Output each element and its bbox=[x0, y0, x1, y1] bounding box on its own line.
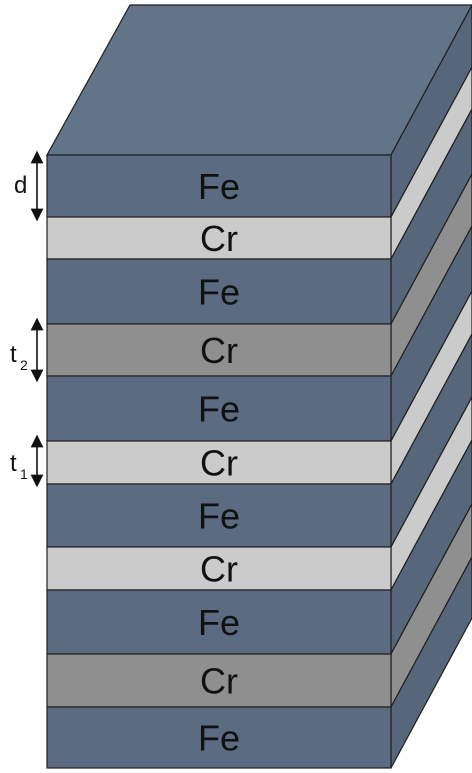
layer-label-8: Cr bbox=[200, 549, 238, 590]
layer-5-fe bbox=[46, 375, 392, 442]
layer-label-6: Cr bbox=[200, 443, 238, 484]
dimension-t1-label: t bbox=[10, 450, 17, 477]
layer-1-fe bbox=[46, 154, 392, 218]
stack-side-faces bbox=[390, 4, 472, 769]
layer-10-cr bbox=[46, 653, 392, 708]
layer-label-10: Cr bbox=[200, 661, 238, 702]
layer-label-11: Fe bbox=[198, 718, 240, 759]
layer-label-1: Fe bbox=[198, 166, 240, 207]
dimension-t2-label: t bbox=[10, 341, 17, 368]
layer-9-fe bbox=[46, 589, 392, 655]
layer-label-7: Fe bbox=[198, 496, 240, 537]
layer-11-fe bbox=[46, 706, 392, 769]
layer-label-9: Fe bbox=[198, 602, 240, 643]
layer-label-3: Fe bbox=[198, 272, 240, 313]
layer-label-5: Fe bbox=[198, 389, 240, 430]
dimension-t1: t 1 bbox=[10, 434, 44, 488]
layer-7-fe bbox=[46, 483, 392, 548]
dimension-t2-subscript: 2 bbox=[20, 357, 28, 373]
dimension-t2: t 2 bbox=[10, 317, 44, 383]
dimension-t1-subscript: 1 bbox=[20, 466, 28, 482]
layer-6-cr bbox=[46, 440, 392, 485]
layer-label-4: Cr bbox=[200, 330, 238, 371]
layer-8-cr bbox=[46, 546, 392, 591]
layer-label-2: Cr bbox=[200, 218, 238, 259]
dimension-d-label: d bbox=[14, 172, 27, 199]
dimension-d: d bbox=[14, 150, 44, 222]
layer-2-cr bbox=[46, 216, 392, 260]
